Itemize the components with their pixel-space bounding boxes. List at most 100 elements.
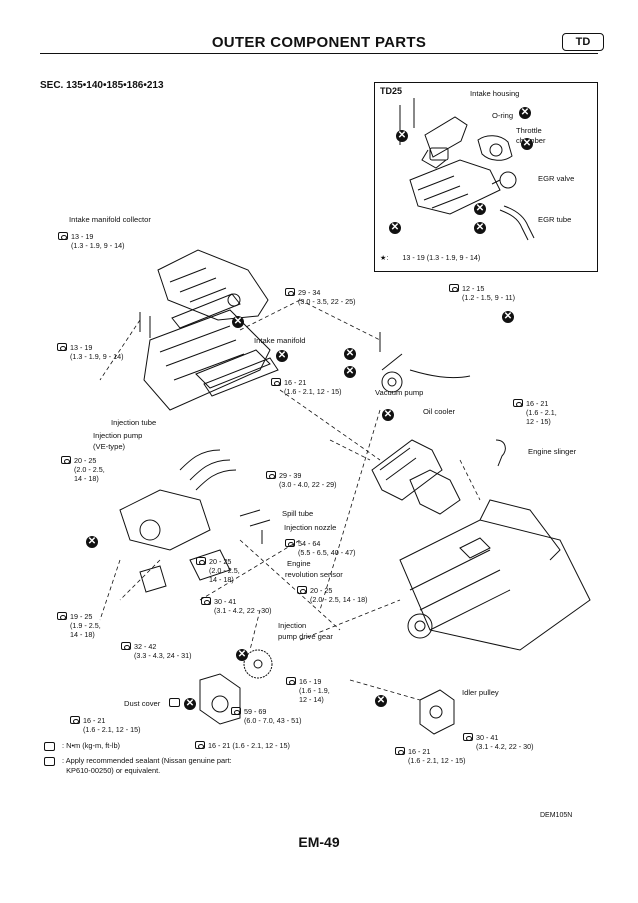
- replace-part-icon: ✕: [344, 366, 356, 378]
- torque-wrench-icon: [58, 232, 68, 240]
- torque-wrench-icon: [61, 456, 71, 464]
- replace-part-icon: ✕: [521, 138, 533, 150]
- td25-inset-frame: [374, 82, 598, 272]
- injection-pump-part: [119, 449, 237, 593]
- label-injection-nozzle: Injection nozzle: [284, 523, 337, 532]
- label-injection-pump: Injection pump: [93, 431, 143, 440]
- torque-spec: 16 - 21 (1.6 - 2.1, 12 - 15): [70, 716, 141, 734]
- torque-wrench-icon: [513, 399, 523, 407]
- legend-torque-unit: : N•m (kg-m, ft-lb): [62, 741, 121, 750]
- torque-wrench-icon: [285, 288, 295, 296]
- replace-part-icon: ✕: [344, 348, 356, 360]
- label-pump-drive-gear: pump drive gear: [278, 632, 333, 641]
- replace-part-icon: ✕: [502, 311, 514, 323]
- label-o-ring: O-ring: [492, 111, 514, 120]
- replace-part-icon: ✕: [236, 649, 248, 661]
- torque-wrench-icon: [121, 642, 131, 650]
- label-spill-tube: Spill tube: [282, 509, 314, 518]
- torque-wrench-icon: [196, 557, 206, 565]
- torque-spec: 32 - 42 (3.3 - 4.3, 24 - 31): [121, 642, 192, 660]
- torque-wrench-icon: [57, 612, 67, 620]
- torque-spec: 30 - 41 (3.1 - 4.2, 22 - 30): [463, 733, 534, 751]
- sealant-icon: [169, 698, 180, 707]
- label-engine: Engine: [287, 559, 311, 568]
- torque-wrench-icon: [70, 716, 80, 724]
- intake-manifold-collector: [139, 249, 269, 338]
- replace-part-icon: ✕: [396, 130, 408, 142]
- torque-wrench-icon: [57, 343, 67, 351]
- replace-part-icon: ✕: [375, 695, 387, 707]
- replace-part-icon: ✕: [474, 203, 486, 215]
- torque-wrench-icon: [201, 597, 211, 605]
- legend-sealant: : Apply recommended sealant (Nissan genu…: [62, 756, 232, 775]
- torque-wrench-icon: [297, 586, 307, 594]
- torque-wrench-icon: [395, 747, 405, 755]
- label-oil-cooler: Oil cooler: [423, 407, 456, 416]
- replace-part-icon: ✕: [382, 409, 394, 421]
- replace-part-icon: ✕: [519, 107, 531, 119]
- label-throttle: Throttle: [516, 126, 542, 135]
- label-intake-manifold-collector: Intake manifold collector: [69, 215, 151, 224]
- section-reference: SEC. 135•140•185•186•213: [40, 80, 164, 91]
- inset-egr-tube: [499, 205, 535, 241]
- label-vacuum-pump: Vacuum pump: [375, 388, 424, 397]
- injection-nozzles: [239, 509, 271, 544]
- inset-manifold: [409, 159, 501, 215]
- label-idler-pulley: Idler pulley: [462, 688, 499, 697]
- replace-part-icon: ✕: [474, 222, 486, 234]
- replace-part-icon: ✕: [276, 350, 288, 362]
- inset-egr-valve: [491, 171, 517, 189]
- torque-spec: 59 - 69 (6.0 - 7.0, 43 - 51): [231, 707, 302, 725]
- label-ve-type: (VE-type): [93, 442, 126, 451]
- inset-throttle-chamber: [477, 135, 513, 161]
- figure-code: DEM105N: [540, 812, 573, 819]
- torque-spec: 20 - 25 (2.0 - 2.5, 14 - 18): [61, 456, 105, 484]
- torque-spec: 16 - 21 (1.6 - 2.1, 12 - 15): [395, 747, 466, 765]
- replace-part-icon: ✕: [232, 316, 244, 328]
- label-egr-tube: EGR tube: [538, 215, 572, 224]
- td25-inset-title: TD25: [380, 86, 403, 96]
- label-intake-housing: Intake housing: [470, 89, 520, 98]
- page-number: EM-49: [298, 834, 340, 850]
- torque-spec: 29 - 34 (3.0 - 3.5, 22 - 25): [285, 288, 356, 306]
- torque-wrench-icon: [463, 733, 473, 741]
- label-egr-valve: EGR valve: [538, 174, 575, 183]
- pump-drive-gear: [243, 649, 273, 679]
- torque-wrench-icon: [44, 742, 55, 751]
- replace-part-icon: ✕: [86, 536, 98, 548]
- torque-wrench-icon: [195, 741, 205, 749]
- torque-wrench-icon: [449, 284, 459, 292]
- dust-cover-part: [199, 673, 241, 725]
- torque-spec: 30 - 41 (3.1 - 4.2, 22 - 30): [201, 597, 272, 615]
- intake-manifold-part: [143, 309, 271, 411]
- torque-wrench-icon: [286, 677, 296, 685]
- torque-spec: 54 - 64 (5.5 - 6.5, 40 - 47): [285, 539, 356, 557]
- torque-spec: 13 - 19 (1.3 - 1.9, 9 - 14): [58, 232, 125, 250]
- label-dust-cover: Dust cover: [124, 699, 161, 708]
- label-engine-slinger: Engine slinger: [528, 447, 577, 456]
- engine-slinger-part: [495, 439, 506, 467]
- page-title: OUTER COMPONENT PARTS: [211, 34, 427, 51]
- torque-spec: 12 - 15 (1.2 - 1.5, 9 - 11): [449, 284, 515, 302]
- inset-intake-housing: [421, 116, 468, 169]
- replace-part-icon: ✕: [389, 222, 401, 234]
- torque-spec: 20 - 25 (2.0 - 2.5, 14 - 18): [196, 557, 240, 585]
- manifold-gaskets: [171, 293, 279, 397]
- idler-pulley-part: [419, 689, 455, 735]
- label-injection: Injection: [278, 621, 307, 630]
- replace-part-icon: ✕: [184, 698, 196, 710]
- oil-cooler-part: [371, 439, 461, 515]
- torque-spec: 19 - 25 (1.9 - 2.5, 14 - 18): [57, 612, 101, 640]
- torque-spec: 16 - 21 (1.6 - 2.1, 12 - 15): [195, 741, 290, 750]
- model-badge: TD: [562, 33, 604, 51]
- torque-wrench-icon: [271, 378, 281, 386]
- torque-wrench-icon: [231, 707, 241, 715]
- engine-block: [399, 499, 591, 651]
- inset-star-torque-note: ★: 13 - 19 (1.3 - 1.9, 9 - 14): [380, 253, 481, 262]
- header-rule: [40, 53, 598, 54]
- label-injection-tube: Injection tube: [111, 418, 157, 427]
- sealant-icon: [44, 757, 55, 766]
- label-revolution-sensor: revolution sensor: [285, 570, 343, 579]
- torque-spec: 29 - 39 (3.0 - 4.0, 22 - 29): [266, 471, 337, 489]
